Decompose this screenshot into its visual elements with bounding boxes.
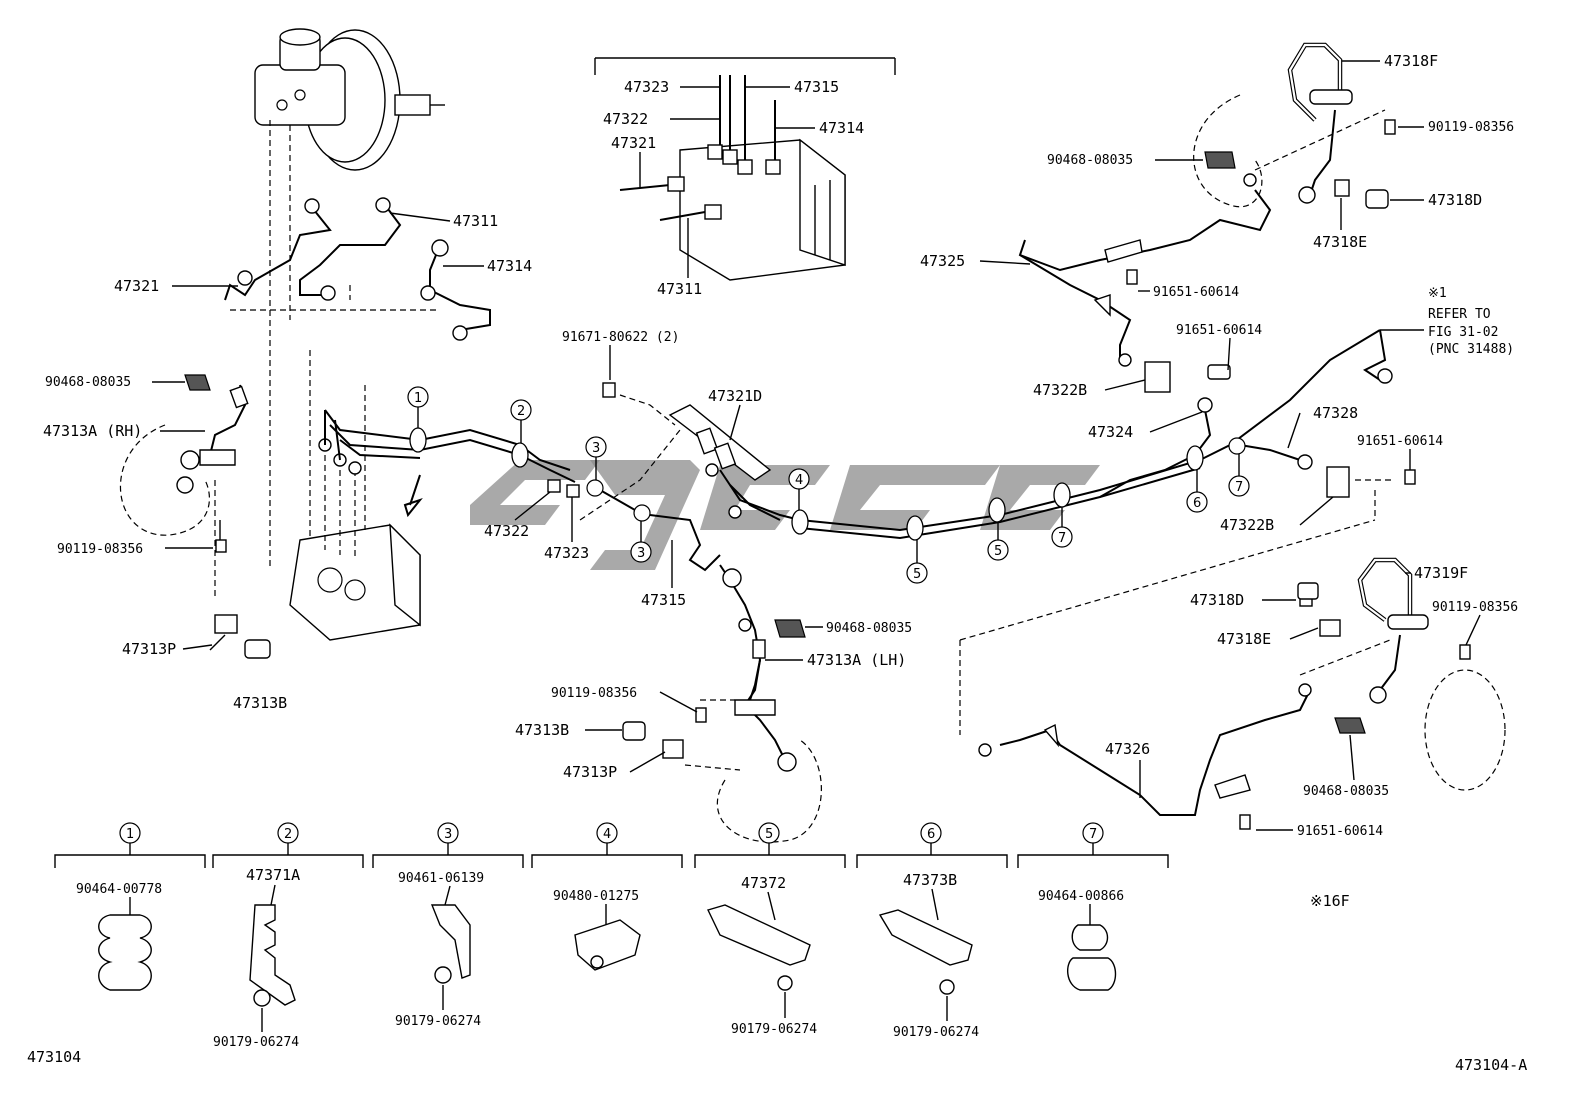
label-47318D-tr: 47318D: [1428, 191, 1482, 209]
clamp-3-bolt: 90179-06274: [395, 1014, 481, 1029]
label-90119-mid: 90119-08356: [551, 686, 637, 701]
clamp-4-num: 4: [603, 827, 611, 842]
label-47322-top: 47322: [603, 110, 648, 128]
label-47318D-r: 47318D: [1190, 591, 1244, 609]
callout-3b: 3: [637, 546, 645, 561]
actuator-lower-left: [289, 350, 423, 641]
label-47321D: 47321D: [708, 387, 762, 405]
label-90468-left: 90468-08035: [45, 375, 131, 390]
refer-line1: REFER TO: [1428, 307, 1491, 322]
clamp-col-7: 7 90464-00866: [1017, 822, 1169, 991]
label-47326: 47326: [1105, 740, 1150, 758]
label-90468-r: 90468-08035: [1303, 784, 1389, 799]
label-91651-a: 91651-60614: [1153, 285, 1239, 300]
label-90119-left: 90119-08356: [57, 542, 143, 557]
label-47313B-left: 47313B: [233, 694, 287, 712]
clamp-col-5: 5 47372 90179-06274: [694, 822, 846, 1037]
refer-mark: ※1: [1428, 286, 1447, 301]
label-47314: 47314: [487, 257, 532, 275]
callout-6: 6: [1193, 496, 1201, 511]
label-90468-tr: 90468-08035: [1047, 153, 1133, 168]
label-47313P-left: 47313P: [122, 640, 176, 658]
label-47315: 47315: [641, 591, 686, 609]
clamp-col-6: 6 47373B 90179-06274: [856, 822, 1008, 1040]
clamp-3-num: 3: [444, 827, 452, 842]
tube-clamps: [409, 427, 1246, 541]
label-47323-top: 47323: [624, 78, 669, 96]
label-47314-top: 47314: [819, 119, 864, 137]
callout-4: 4: [795, 473, 803, 488]
clamp-2-part: 47371A: [246, 866, 300, 884]
label-47313P-mid: 47313P: [563, 763, 617, 781]
label-47313B-mid: 47313B: [515, 721, 569, 739]
clamp-2-num: 2: [284, 827, 292, 842]
callout-7a: 7: [1058, 531, 1066, 546]
label-47311-top: 47311: [657, 280, 702, 298]
label-47313A-lh: 47313A (LH): [807, 651, 906, 669]
label-47315-top: 47315: [794, 78, 839, 96]
clamp-6-num: 6: [927, 827, 935, 842]
clamp-6-part: 47373B: [903, 871, 957, 889]
master-cylinder-assembly: [254, 28, 445, 570]
label-47322B-a: 47322B: [1033, 381, 1087, 399]
front-right-caliper-area: [119, 374, 271, 659]
clamp-col-4: 4 90480-01275: [531, 822, 683, 971]
label-47318E-r: 47318E: [1217, 630, 1271, 648]
clamp-4-part: 90480-01275: [553, 889, 639, 904]
clamp-col-3: 3 90461-06139 90179-06274: [372, 822, 524, 1029]
label-91651-b: 91651-60614: [1176, 323, 1262, 338]
callout-2: 2: [517, 404, 525, 419]
clamp-table: 1 90464-00778 2 47371A 90179-06274 3: [54, 822, 1169, 1050]
callout-3a: 3: [592, 441, 600, 456]
clamp-1-num: 1: [126, 827, 134, 842]
clamp-col-1: 1 90464-00778: [54, 822, 206, 991]
actuator-detail-inset: [594, 57, 896, 281]
clamp-5-num: 5: [765, 827, 773, 842]
label-90468-mid: 90468-08035: [826, 621, 912, 636]
label-47324: 47324: [1088, 423, 1133, 441]
label-47318E-tr: 47318E: [1313, 233, 1367, 251]
refer-line3: (PNC 31488): [1428, 342, 1514, 357]
label-47321-top: 47321: [611, 134, 656, 152]
rear-right-hose-area: [1018, 42, 1396, 393]
label-90119-r: 90119-08356: [1432, 600, 1518, 615]
label-47322: 47322: [484, 522, 529, 540]
label-91651-c: 91651-60614: [1357, 434, 1443, 449]
clamp-3-part: 90461-06139: [398, 871, 484, 886]
clamp-1-part: 90464-00778: [76, 882, 162, 897]
clamp-7-part: 90464-00866: [1038, 889, 1124, 904]
label-47319F: 47319F: [1414, 564, 1468, 582]
clamp-7-num: 7: [1089, 827, 1097, 842]
callout-5a: 5: [913, 567, 921, 582]
label-47318F: 47318F: [1384, 52, 1438, 70]
label-47323: 47323: [544, 544, 589, 562]
label-47325: 47325: [920, 252, 965, 270]
label-91651-d: 91651-60614: [1297, 824, 1383, 839]
callout-5b: 5: [994, 544, 1002, 559]
clamp-5-bolt: 90179-06274: [731, 1022, 817, 1037]
clamp-col-2: 2 47371A 90179-06274: [212, 822, 364, 1050]
label-47322B-b: 47322B: [1220, 516, 1274, 534]
clamp-5-part: 47372: [741, 874, 786, 892]
bracket-47321D: [579, 382, 772, 521]
label-47311: 47311: [453, 212, 498, 230]
clamp-6-bolt: 90179-06274: [893, 1025, 979, 1040]
clamp-2-bolt: 90179-06274: [213, 1035, 299, 1050]
callout-7b: 7: [1235, 480, 1243, 495]
label-91671: 91671-80622 (2): [562, 330, 679, 345]
label-47313A-rh: 47313A (RH): [43, 422, 142, 440]
callout-circles: 1 2 3 3 4 5 5 6 7 7: [407, 386, 1250, 584]
note-16f: ※16F: [1310, 892, 1350, 910]
footer-right: 473104-A: [1455, 1056, 1527, 1074]
refer-line2: FIG 31-02: [1428, 325, 1498, 340]
front-left-caliper-area: [622, 619, 822, 843]
rear-left-hose-area: [959, 466, 1506, 830]
label-47328: 47328: [1313, 404, 1358, 422]
callout-1: 1: [414, 391, 422, 406]
footer-left: 473104: [27, 1048, 81, 1066]
label-47321: 47321: [114, 277, 159, 295]
tube-47321-left: [224, 197, 491, 341]
label-90119-tr: 90119-08356: [1428, 120, 1514, 135]
